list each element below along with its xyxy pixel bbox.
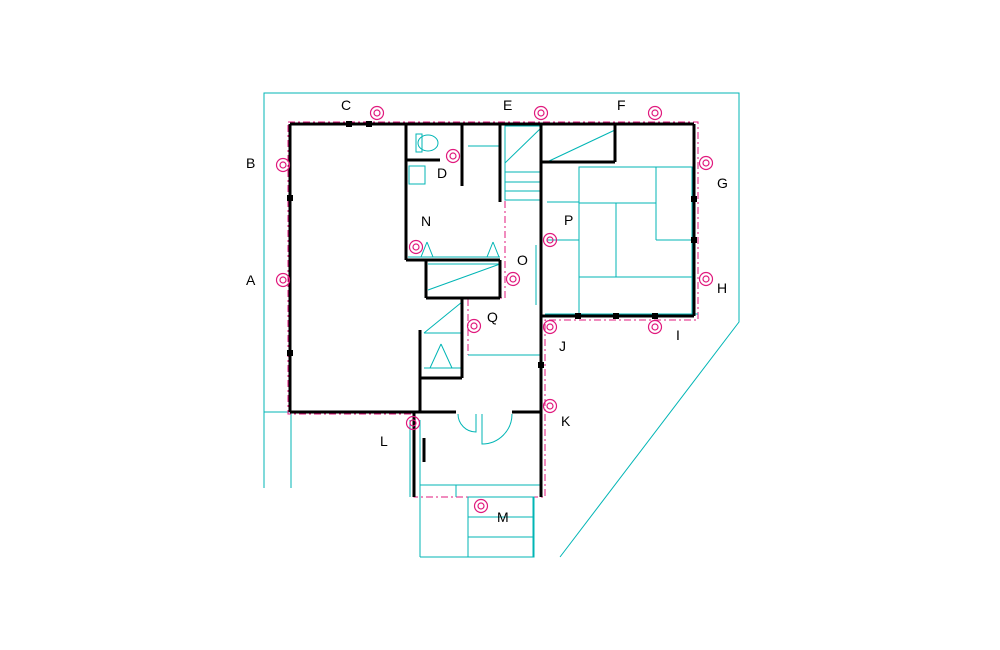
double-circle-icon	[275, 157, 291, 173]
label-g: G	[717, 175, 728, 191]
wall-interior-1	[404, 124, 617, 300]
double-circle-icon	[542, 319, 558, 335]
label-i: I	[676, 327, 680, 343]
double-circle-icon	[698, 271, 714, 287]
label-e: E	[503, 97, 512, 113]
post	[691, 237, 697, 243]
toilet	[408, 133, 439, 185]
post	[691, 196, 697, 202]
storage-o	[427, 263, 501, 291]
double-circle-icon	[369, 105, 385, 121]
stair-top	[504, 125, 542, 201]
double-circle-icon	[505, 271, 521, 287]
wall-entrance	[412, 410, 543, 497]
wall-outer	[288, 122, 694, 414]
label-n: N	[421, 213, 431, 229]
label-o: O	[517, 252, 528, 268]
label-f: F	[617, 97, 626, 113]
label-c: C	[341, 97, 351, 113]
label-j: J	[559, 338, 566, 354]
label-q: Q	[487, 309, 498, 325]
post	[366, 121, 372, 127]
label-h: H	[717, 280, 727, 296]
dashed-boundary-line	[287, 121, 699, 498]
double-circle-icon	[647, 105, 663, 121]
posts	[287, 121, 697, 368]
post	[538, 362, 544, 368]
label-l: L	[380, 433, 388, 449]
label-d: D	[437, 165, 447, 181]
post	[287, 195, 293, 201]
closet-f	[546, 129, 616, 163]
double-circle-icon	[542, 398, 558, 414]
post	[346, 121, 352, 127]
closet-n	[408, 241, 500, 258]
toilet-icon	[417, 134, 439, 152]
labels: A B C D E F G H I J K L M N O P Q	[246, 97, 728, 525]
double-circle-icon	[542, 232, 558, 248]
double-circle-icon	[408, 239, 424, 255]
double-circle-icon	[445, 148, 461, 164]
label-k: K	[561, 413, 571, 429]
double-circle-icon	[698, 155, 714, 171]
fixtures	[291, 125, 698, 558]
post	[575, 313, 581, 319]
markers	[275, 105, 714, 514]
window-sills	[291, 145, 698, 412]
label-m: M	[497, 509, 509, 525]
post	[613, 313, 619, 319]
double-circle-icon	[275, 272, 291, 288]
double-circle-icon	[405, 415, 421, 431]
post	[652, 313, 658, 319]
label-a: A	[246, 272, 256, 288]
door-swing-icon	[457, 413, 477, 433]
double-circle-icon	[647, 319, 663, 335]
stair-q	[423, 301, 541, 369]
wall-interior-2	[418, 258, 502, 412]
site-boundary-line	[263, 92, 740, 558]
post	[287, 350, 293, 356]
label-p: P	[564, 212, 573, 228]
label-b: B	[246, 155, 255, 171]
double-circle-icon	[533, 105, 549, 121]
tatami-room	[547, 166, 693, 315]
double-circle-icon	[473, 498, 489, 514]
door-swing-icon-2	[481, 413, 513, 445]
entrance	[409, 413, 541, 557]
front-steps	[420, 496, 535, 558]
double-circle-icon	[466, 318, 482, 334]
